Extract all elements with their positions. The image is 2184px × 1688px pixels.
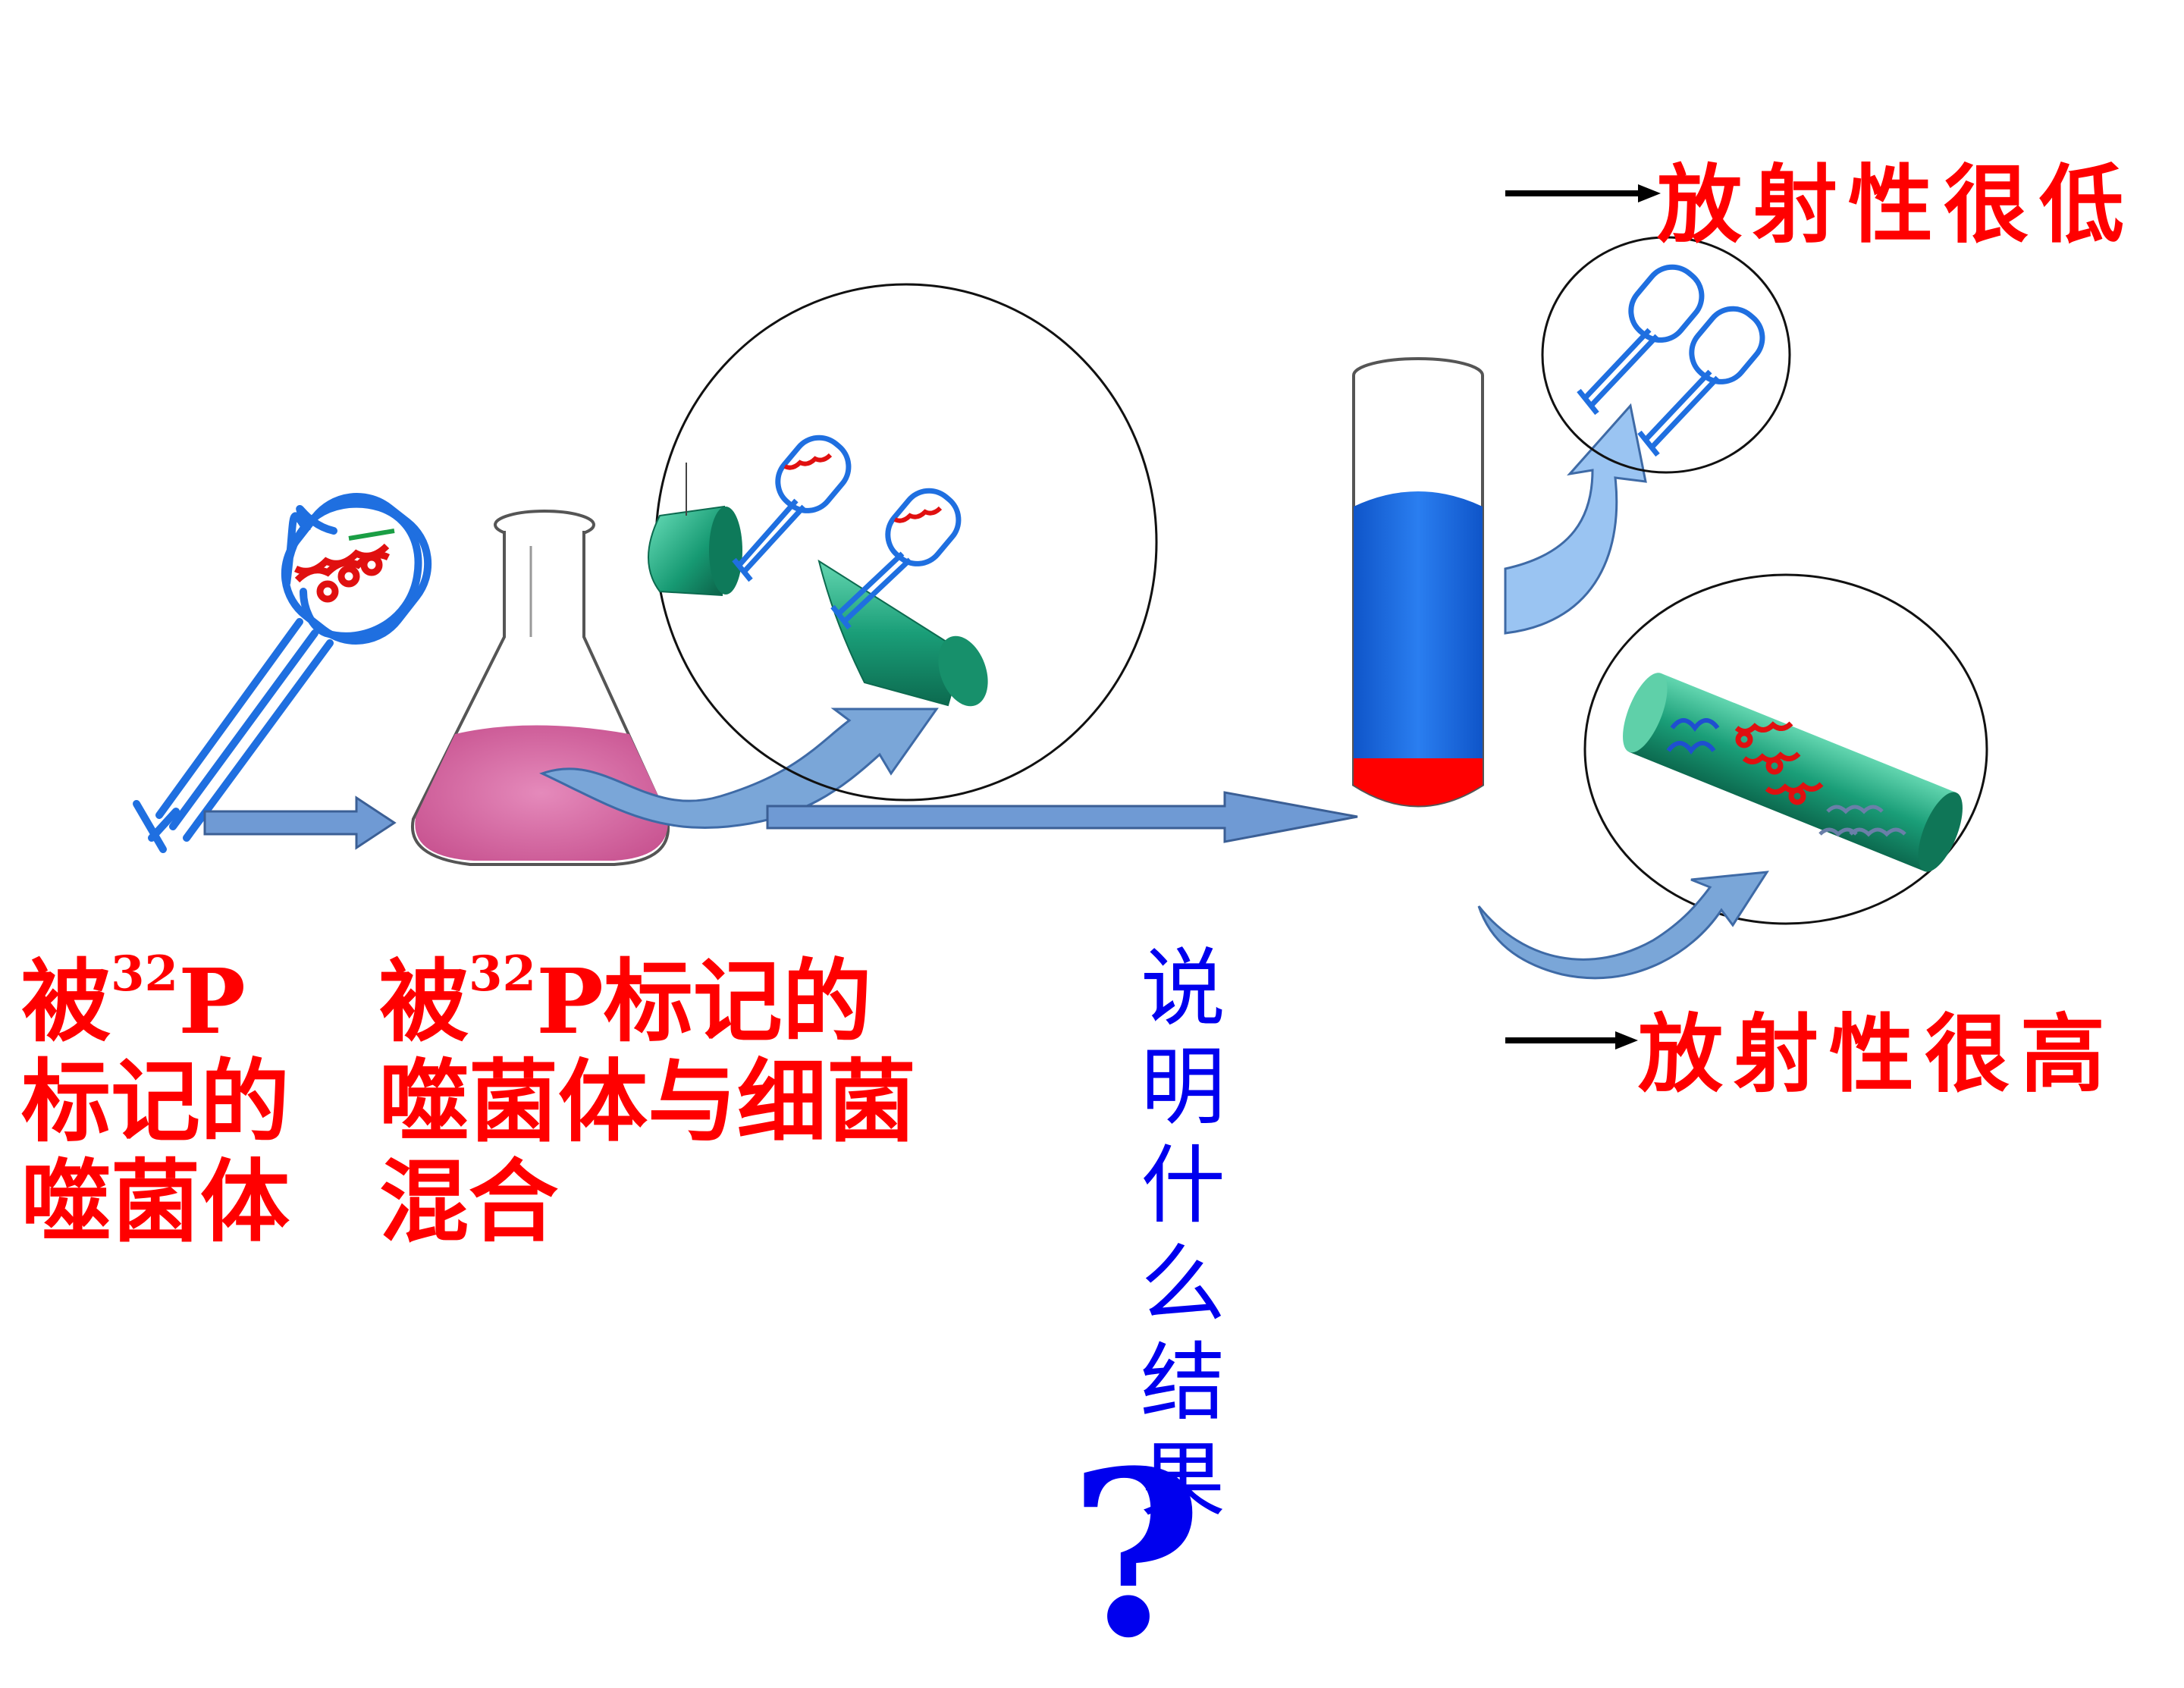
labeled-phage-icon bbox=[133, 493, 432, 853]
supernatant-zoom-circle bbox=[1541, 236, 1791, 474]
pellet-zoom-circle bbox=[1583, 573, 1988, 925]
arrow-flask-to-tube bbox=[766, 791, 1358, 843]
arrow-phage-to-flask bbox=[203, 795, 397, 850]
mix-label: 被32P标记的 噬菌体与细菌 混合 bbox=[379, 946, 917, 1255]
question-vertical-text: 说 明 什 么 结 果 bbox=[1141, 940, 1225, 1531]
infection-zoom-circle bbox=[648, 283, 1158, 802]
question-mark: ? bbox=[1069, 1420, 1203, 1688]
curved-arrow-to-zoom bbox=[539, 708, 939, 830]
pellet bbox=[1354, 758, 1483, 806]
diagram-canvas bbox=[133, 184, 1988, 1050]
curved-arrow-to-pellet bbox=[1477, 871, 1769, 980]
phage-label: 被32P 标记的 噬菌体 bbox=[21, 946, 290, 1255]
result-arrow-bottom bbox=[1505, 1031, 1638, 1050]
result-low-label: 放射性很低 bbox=[1657, 155, 2135, 255]
result-high-label: 放射性很高 bbox=[1638, 1005, 2116, 1104]
curved-arrow-to-supernatant bbox=[1504, 403, 1647, 635]
result-arrow-top bbox=[1505, 184, 1661, 202]
supernatant bbox=[1354, 491, 1483, 762]
centrifuge-tube-icon bbox=[1352, 357, 1484, 808]
